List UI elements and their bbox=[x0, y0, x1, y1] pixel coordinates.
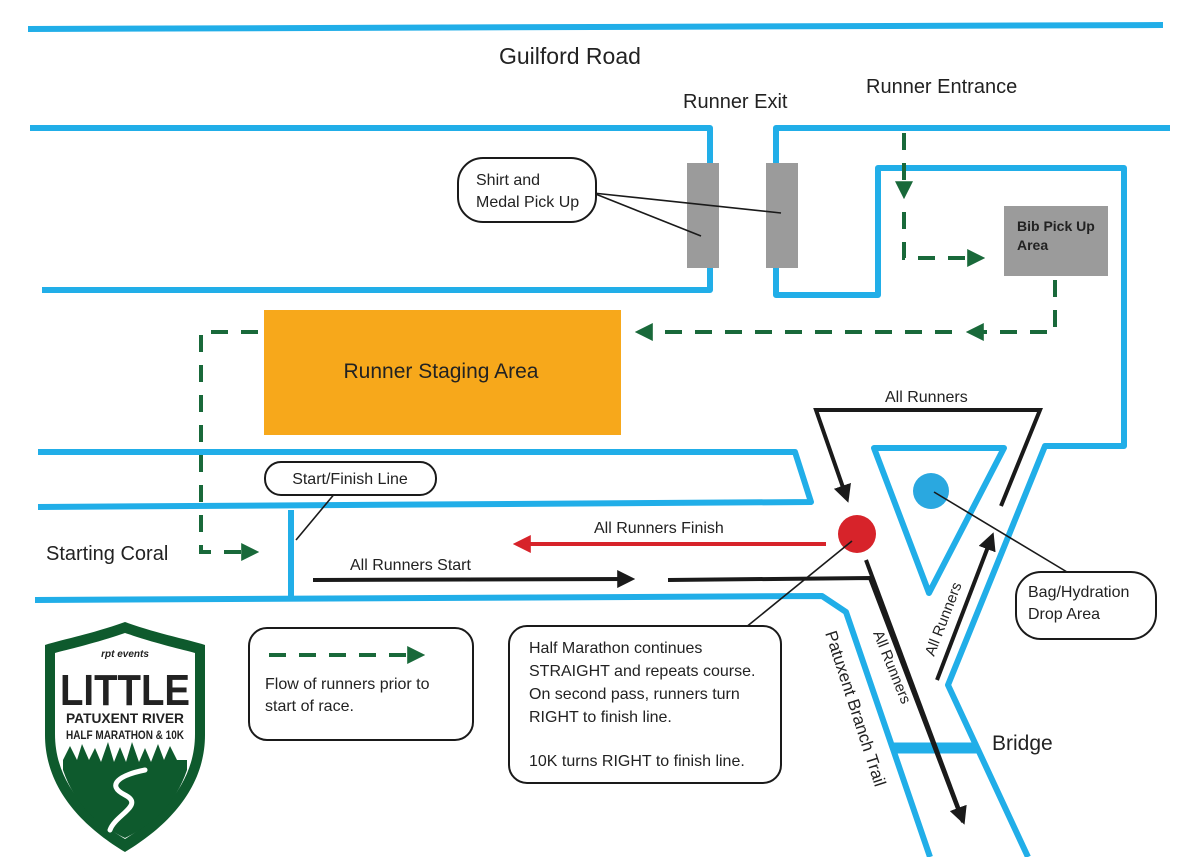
start-arrow bbox=[312, 570, 636, 589]
half-marathon-straight-arrow bbox=[864, 559, 967, 825]
leader-note bbox=[744, 540, 853, 629]
logo-subtitle: PATUXENT RIVER bbox=[66, 710, 184, 726]
shirt-medal-label-line1: Shirt and bbox=[476, 172, 540, 189]
runner-entrance-label: Runner Entrance bbox=[866, 76, 1017, 98]
entrance-road-west bbox=[37, 449, 814, 510]
all-runners-start-label: All Runners Start bbox=[350, 557, 471, 574]
leader-lines bbox=[295, 192, 1073, 629]
bib-pickup-label-line2: Area bbox=[1017, 237, 1048, 253]
loop-triangle-inner bbox=[871, 445, 1007, 596]
guilford-road-label: Guilford Road bbox=[499, 43, 641, 69]
pre-race-flow bbox=[199, 133, 1057, 561]
flow-to-bib bbox=[902, 212, 986, 267]
race-route bbox=[312, 408, 1043, 825]
loop-return-arrow bbox=[935, 532, 996, 681]
note-text-line1: Half Marathon continues bbox=[529, 640, 702, 657]
note-text-line2: STRAIGHT and repeats course. bbox=[529, 663, 755, 680]
bag-hydration-callout bbox=[1015, 571, 1157, 640]
shirt-medal-label-line2: Medal Pick Up bbox=[476, 194, 579, 211]
event-logo: rpt events LITTLE PATUXENT RIVER HALF MA… bbox=[45, 622, 205, 852]
bag-hydration-label-line1: Bag/Hydration bbox=[1028, 584, 1129, 601]
legend-text-line1: Flow of runners prior to bbox=[265, 676, 430, 693]
leader-bag bbox=[933, 491, 1073, 576]
runner-staging-area bbox=[264, 310, 621, 435]
note-box bbox=[508, 625, 782, 784]
bib-pickup-label-line1: Bib Pick Up bbox=[1017, 218, 1095, 234]
logo-river bbox=[107, 767, 148, 833]
note-text-line3: On second pass, runners turn bbox=[529, 686, 740, 703]
all-runners-finish-label: All Runners Finish bbox=[594, 520, 724, 537]
leader-start-finish bbox=[295, 491, 337, 541]
logo-event: HALF MARATHON & 10K bbox=[66, 728, 184, 742]
shirt-pickup-tent bbox=[687, 163, 719, 268]
flow-staging-to-coral bbox=[199, 330, 260, 561]
all-runners-top-label: All Runners bbox=[885, 389, 968, 406]
note-text-line5: 10K turns RIGHT to finish line. bbox=[529, 753, 745, 770]
logo-title: LITTLE bbox=[60, 666, 190, 715]
trail-west-edge bbox=[34, 593, 933, 857]
guilford-road-north-edge bbox=[27, 22, 1164, 32]
bag-hydration-marker bbox=[913, 473, 949, 509]
staging-area-label: Runner Staging Area bbox=[344, 360, 539, 383]
bridge-label: Bridge bbox=[992, 732, 1053, 755]
leader-medal bbox=[592, 192, 782, 214]
logo-brand: rpt events bbox=[101, 649, 149, 660]
legend-text-line2: start of race. bbox=[265, 698, 354, 715]
bag-hydration-label-line2: Drop Area bbox=[1028, 606, 1100, 623]
starting-coral-label: Starting Coral bbox=[46, 543, 168, 565]
note-text-line4: RIGHT to finish line. bbox=[529, 709, 672, 726]
logo-forest bbox=[63, 742, 187, 838]
bib-pickup-area bbox=[1004, 206, 1108, 276]
start-finish-label: Start/Finish Line bbox=[292, 471, 408, 488]
loop-top-arrow bbox=[813, 408, 1043, 507]
guilford-road-south-edge-west bbox=[30, 125, 713, 293]
medal-pickup-tent bbox=[766, 163, 798, 268]
shirt-medal-callout bbox=[457, 157, 597, 223]
start-finish-callout bbox=[264, 461, 437, 496]
flow-bib-to-staging-east bbox=[965, 280, 1057, 341]
leader-shirt bbox=[592, 192, 702, 237]
start-finish-marker bbox=[838, 515, 876, 553]
runner-exit-label: Runner Exit bbox=[683, 91, 788, 113]
